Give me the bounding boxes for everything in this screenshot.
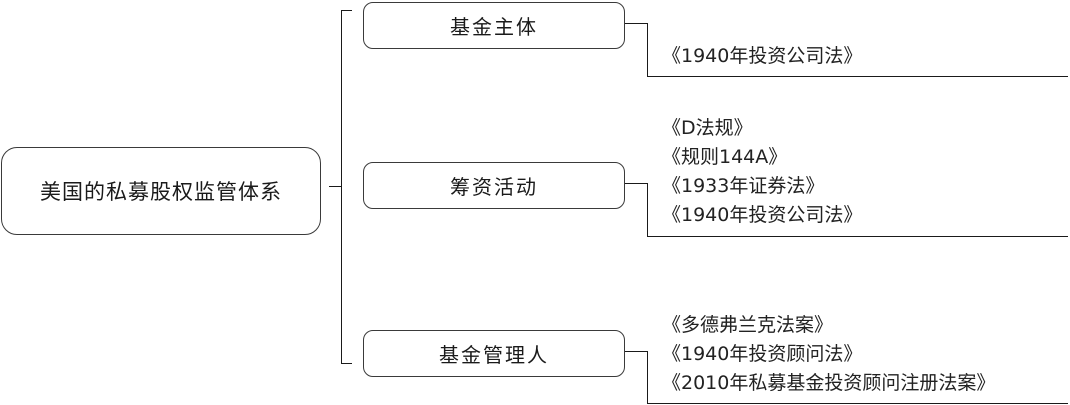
branch-node-fund-manager: 基金管理人 (363, 330, 625, 377)
branch-1-connector-v (647, 23, 649, 77)
branch-2-connector-v (647, 183, 649, 237)
branch-2-references: 《D法规》 《规则144A》 《1933年证券法》 《1940年投资公司法》 (662, 114, 862, 230)
branch-1-underline (647, 76, 1068, 78)
branch-label: 基金主体 (450, 15, 538, 39)
root-label: 美国的私募股权监管体系 (40, 180, 282, 204)
bracket-bottom-stub (341, 363, 352, 365)
branch-1-references: 《1940年投资公司法》 (662, 42, 862, 71)
reference-item: 《多德弗兰克法案》 (662, 314, 834, 336)
branch-3-underline (647, 403, 1068, 405)
reference-item: 《1933年证券法》 (662, 175, 825, 197)
branch-node-fundraising: 筹资活动 (363, 162, 625, 209)
branch-label: 筹资活动 (450, 175, 538, 199)
root-node: 美国的私募股权监管体系 (1, 147, 321, 235)
branch-label: 基金管理人 (439, 343, 549, 367)
branch-3-connector-v (647, 351, 649, 404)
bracket-vertical (341, 10, 343, 364)
branch-3-connector-h (625, 351, 648, 353)
reference-item: 《2010年私募基金投资顾问注册法案》 (662, 372, 996, 394)
bracket-top-stub (341, 10, 352, 12)
reference-item: 《D法规》 (662, 117, 753, 139)
reference-item: 《1940年投资公司法》 (662, 204, 863, 226)
branch-2-underline (647, 236, 1068, 238)
branch-node-fund-entity: 基金主体 (363, 2, 625, 49)
branch-3-references: 《多德弗兰克法案》 《1940年投资顾问法》 《2010年私募基金投资顾问注册法… (662, 311, 995, 398)
root-connector-stub (329, 186, 341, 188)
reference-item: 《1940年投资公司法》 (662, 45, 863, 67)
branch-2-connector-h (625, 183, 648, 185)
branch-1-connector-h (625, 23, 648, 25)
reference-item: 《规则144A》 (662, 146, 788, 168)
reference-item: 《1940年投资顾问法》 (662, 343, 863, 365)
